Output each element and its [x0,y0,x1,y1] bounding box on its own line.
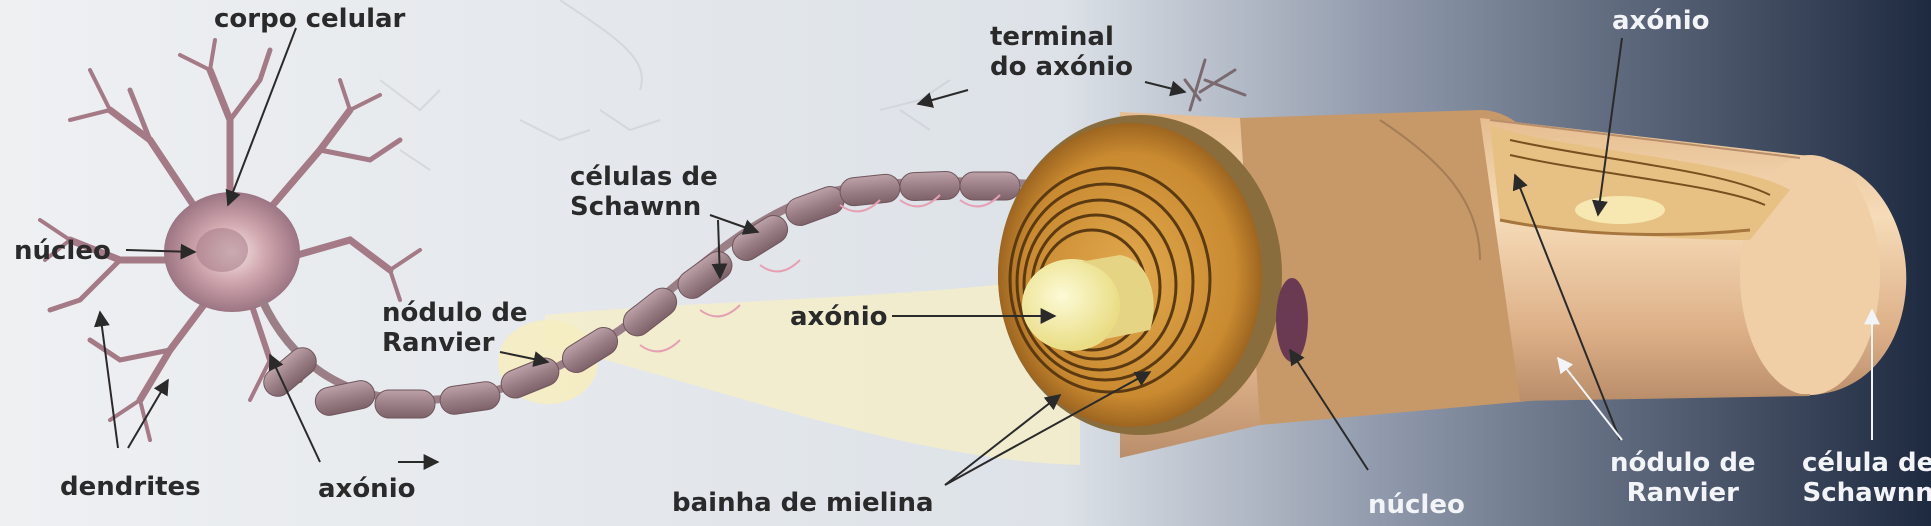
nucleus-left [196,228,248,272]
label-corpo-celular: corpo celular [214,4,406,34]
myelin-segments [263,170,1021,419]
label-nodulo-ranvier-right: nódulo de Ranvier [1610,448,1756,508]
label-nodulo-ranvier-left-line1: nódulo de [382,298,528,328]
label-celula-schwann-line2: Schawnn [1802,478,1931,508]
myelin-segment [439,381,501,415]
magnification-glow [545,275,1080,465]
pointer-lines-light [1557,308,1880,441]
label-nodulo-ranvier-left-line2: Ranvier [382,328,495,358]
label-bainha-mielina: bainha de mielina [672,488,934,518]
label-nodulo-ranvier-right-line2: Ranvier [1626,478,1739,508]
label-celulas-schwann-line1: células de [570,162,718,192]
label-axonio-top-right: axónio [1612,6,1710,36]
label-axonio-center: axónio [790,302,888,332]
pointer-lines [93,27,1623,486]
label-nodulo-ranvier-right-line1: nódulo de [1610,448,1756,478]
ghost-neurons [379,0,951,171]
label-celula-schwann-line1: célula de [1802,448,1931,478]
schwann-arcs [639,194,1001,353]
label-nucleo-left: núcleo [14,236,111,266]
myelin-segment [677,251,733,299]
label-axonio-left: axónio [318,474,416,504]
myelin-segment [561,327,619,373]
label-terminal-axonio-line2: do axónio [990,52,1133,82]
cross-section [998,115,1308,435]
myelin-segment [314,380,376,416]
label-dendrites: dendrites [60,472,201,502]
myelin-segment [899,170,961,202]
label-terminal-axonio: terminal do axónio [990,22,1133,82]
myelin-segment [622,287,678,337]
label-nodulo-ranvier-left: nódulo de Ranvier [382,298,528,358]
schwann-cylinder [1110,110,1907,458]
axon-terminal [1183,58,1247,112]
myelin-segment [959,171,1021,201]
myelin-segment [374,389,436,419]
label-nucleo-right: núcleo [1368,490,1465,520]
label-celulas-schwann-line2: Schawnn [570,192,702,222]
label-celula-schwann: célula de Schawnn [1802,448,1931,508]
myelin-segment [500,357,560,399]
label-terminal-axonio-line1: terminal [990,22,1114,52]
label-celulas-schwann: células de Schawnn [570,162,718,222]
dendrites-branches [38,38,422,442]
